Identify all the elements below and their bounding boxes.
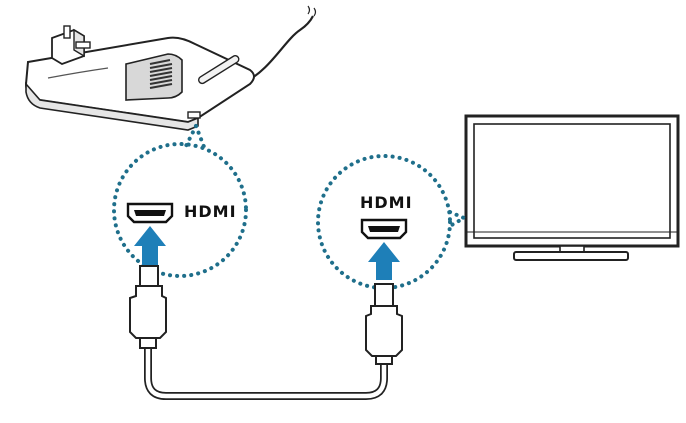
hdmi-cable (129, 265, 403, 400)
dock-power-cable (244, 15, 314, 83)
dock-usb-connector (51, 25, 91, 65)
up-arrow-icon (368, 242, 400, 280)
dock-vent (125, 53, 183, 101)
cable-wire (144, 346, 388, 400)
dock-hdmi-label: HDMI (184, 202, 237, 221)
left-hdmi-plug (129, 265, 167, 349)
up-arrow-icon (134, 226, 166, 266)
tv-port-callout: HDMI (316, 154, 469, 290)
right-hdmi-plug (365, 283, 403, 365)
dock-hdmi-port-closeup (126, 202, 174, 224)
tv-stand-base (513, 251, 629, 261)
dock-station (24, 5, 317, 131)
tv (464, 114, 680, 261)
dock-hdmi-port (187, 111, 201, 119)
tv-screen (473, 123, 671, 239)
dock-port-callout: HDMI (112, 124, 248, 278)
tv-hdmi-label: HDMI (360, 193, 413, 212)
tv-hdmi-port-closeup (360, 218, 408, 240)
